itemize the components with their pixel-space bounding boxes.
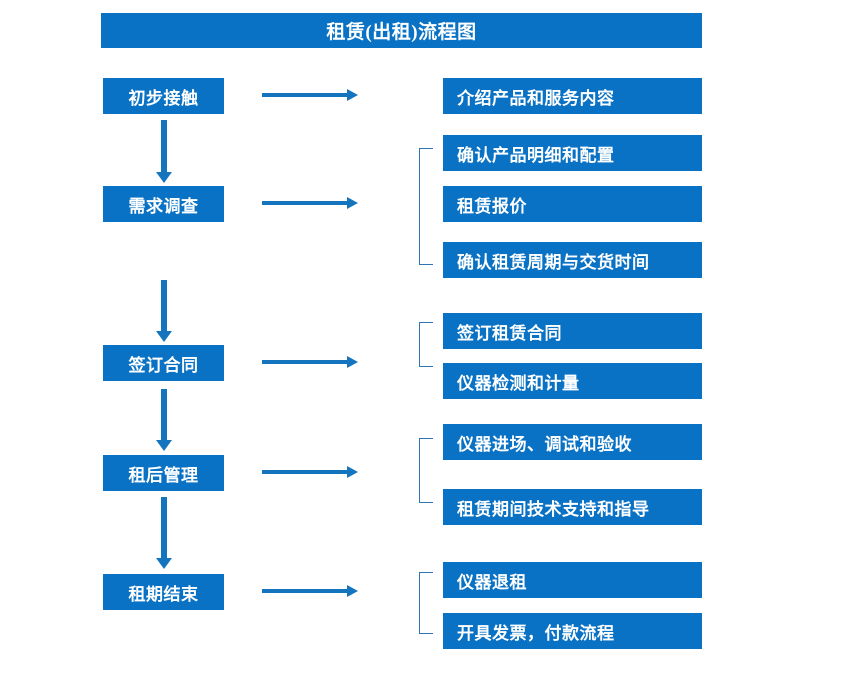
- vertical-arrow-2: [156, 280, 172, 342]
- detail-node-介绍产品和服务内容[interactable]: 介绍产品和服务内容: [443, 78, 702, 114]
- detail-node-确认租赁周期与交货时间[interactable]: 确认租赁周期与交货时间: [443, 242, 702, 278]
- arrow-shaft: [161, 389, 167, 440]
- group-bracket-租后管理: [419, 438, 433, 503]
- arrow-head-right-icon: [347, 356, 358, 368]
- horizontal-arrow-3: [262, 356, 358, 368]
- group-bracket-签订合同: [419, 322, 433, 367]
- horizontal-arrow-2: [262, 197, 358, 209]
- arrow-head-right-icon: [347, 585, 358, 597]
- arrow-shaft: [262, 470, 348, 474]
- arrow-head-down-icon: [156, 558, 172, 569]
- diagram-title: 租赁(出租)流程图: [101, 13, 702, 48]
- arrow-head-down-icon: [156, 172, 172, 183]
- group-bracket-租期结束: [419, 572, 433, 634]
- arrow-head-right-icon: [347, 466, 358, 478]
- detail-node-确认产品明细和配置[interactable]: 确认产品明细和配置: [443, 135, 702, 171]
- vertical-arrow-4: [156, 497, 172, 569]
- detail-node-仪器进场调试和验收[interactable]: 仪器进场、调试和验收: [443, 424, 702, 460]
- stage-node-需求调查[interactable]: 需求调查: [103, 186, 224, 222]
- detail-node-开具发票付款流程[interactable]: 开具发票，付款流程: [443, 613, 702, 649]
- arrow-head-right-icon: [347, 89, 358, 101]
- arrow-shaft: [161, 497, 167, 558]
- detail-node-仪器退租[interactable]: 仪器退租: [443, 562, 702, 598]
- arrow-shaft: [161, 120, 167, 172]
- arrow-head-down-icon: [156, 331, 172, 342]
- stage-node-租期结束[interactable]: 租期结束: [103, 574, 224, 610]
- detail-node-签订租赁合同[interactable]: 签订租赁合同: [443, 313, 702, 349]
- detail-node-仪器检测和计量[interactable]: 仪器检测和计量: [443, 363, 702, 399]
- vertical-arrow-3: [156, 389, 172, 451]
- stage-node-租后管理[interactable]: 租后管理: [103, 455, 224, 491]
- arrow-head-right-icon: [347, 197, 358, 209]
- horizontal-arrow-5: [262, 585, 358, 597]
- detail-node-租赁报价[interactable]: 租赁报价: [443, 186, 702, 222]
- arrow-head-down-icon: [156, 440, 172, 451]
- stage-node-签订合同[interactable]: 签订合同: [103, 345, 224, 381]
- detail-node-租赁期间技术支持和指导[interactable]: 租赁期间技术支持和指导: [443, 489, 702, 525]
- horizontal-arrow-1: [262, 89, 358, 101]
- group-bracket-需求调查: [419, 148, 433, 265]
- arrow-shaft: [262, 360, 348, 364]
- vertical-arrow-1: [156, 120, 172, 183]
- arrow-shaft: [262, 93, 348, 97]
- horizontal-arrow-4: [262, 466, 358, 478]
- arrow-shaft: [161, 280, 167, 331]
- stage-node-初步接触[interactable]: 初步接触: [103, 78, 224, 114]
- arrow-shaft: [262, 589, 348, 593]
- arrow-shaft: [262, 201, 348, 205]
